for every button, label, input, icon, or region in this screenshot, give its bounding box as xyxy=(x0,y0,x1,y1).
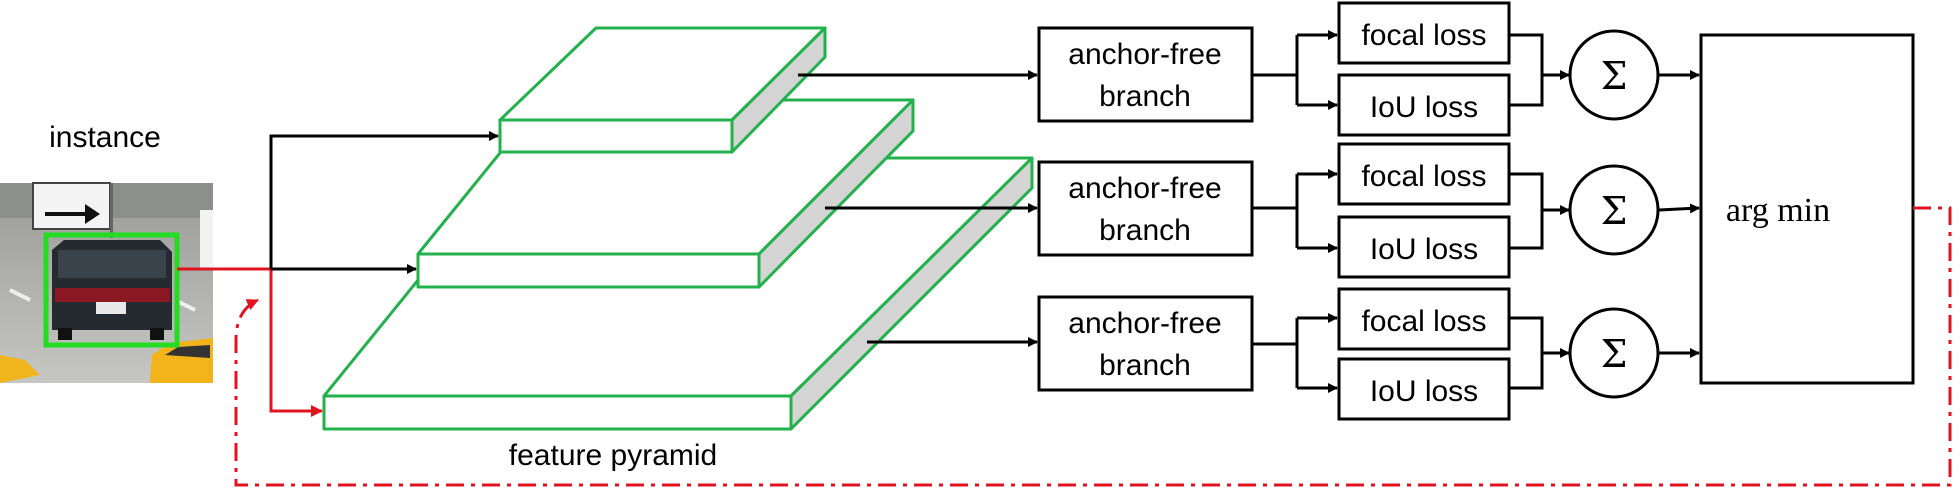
yellow-taxi-left xyxy=(0,355,40,383)
branch-row-3: anchor-free branch focal loss IoU loss Σ xyxy=(1037,287,1700,421)
branch-3-merge-arrows xyxy=(1509,316,1700,390)
branch-1-line1: anchor-free xyxy=(1068,38,1221,71)
instance-bounding-box xyxy=(43,232,180,348)
anchor-free-branch-1 xyxy=(1037,26,1254,123)
instance-image xyxy=(0,182,213,383)
road-sign-arrow-icon xyxy=(32,182,113,238)
focal-loss-2: focal loss xyxy=(1361,160,1486,193)
focal-loss-1: focal loss xyxy=(1361,19,1486,52)
sigma-icon-1: Σ xyxy=(1601,54,1628,98)
anchor-free-branch-2 xyxy=(1037,160,1254,257)
argmin-box xyxy=(1699,33,1915,385)
branch-3-line2: branch xyxy=(1099,349,1191,382)
pyramid-input-arrows xyxy=(269,131,499,274)
iou-loss-box-3 xyxy=(1337,357,1511,421)
focal-loss-box-2 xyxy=(1337,142,1511,206)
branch-3-split-arrows xyxy=(1252,313,1338,393)
focal-loss-3: focal loss xyxy=(1361,305,1486,338)
branch-2-merge-arrows xyxy=(1509,172,1700,250)
feedback-loop-arrow xyxy=(234,206,1952,487)
car-icon xyxy=(52,240,172,340)
branch-1-merge-arrows xyxy=(1509,33,1700,107)
branch-row-2: anchor-free branch focal loss IoU loss Σ xyxy=(1037,142,1700,279)
instance-label: instance xyxy=(49,121,161,154)
anchor-free-branch-3 xyxy=(1037,295,1254,392)
iou-loss-box-1 xyxy=(1337,73,1511,137)
sigma-icon-2: Σ xyxy=(1601,189,1628,233)
branch-row-1: anchor-free branch focal loss IoU loss Σ xyxy=(1037,1,1700,137)
sum-node-2 xyxy=(1568,164,1660,256)
sum-node-1 xyxy=(1568,29,1660,121)
sum-node-3 xyxy=(1568,307,1660,399)
branch-2-line1: anchor-free xyxy=(1068,172,1221,205)
argmin-label: arg min xyxy=(1726,192,1830,229)
branch-1-line2: branch xyxy=(1099,80,1191,113)
branch-3-line1: anchor-free xyxy=(1068,307,1221,340)
iou-loss-1: IoU loss xyxy=(1370,91,1478,124)
branch-2-split-arrows xyxy=(1252,169,1338,253)
yellow-taxi-right xyxy=(150,338,213,383)
sigma-icon-3: Σ xyxy=(1601,332,1628,376)
red-connector xyxy=(177,267,323,417)
iou-loss-3: IoU loss xyxy=(1370,375,1478,408)
focal-loss-box-1 xyxy=(1337,1,1511,65)
branch-2-line2: branch xyxy=(1099,214,1191,247)
iou-loss-2: IoU loss xyxy=(1370,233,1478,266)
pyramid-level-top xyxy=(498,26,827,154)
pyramid-output-arrows xyxy=(798,70,1038,347)
branch-1-split-arrows xyxy=(1252,30,1338,110)
feature-pyramid xyxy=(322,26,1034,431)
feature-pyramid-label: feature pyramid xyxy=(509,439,717,472)
